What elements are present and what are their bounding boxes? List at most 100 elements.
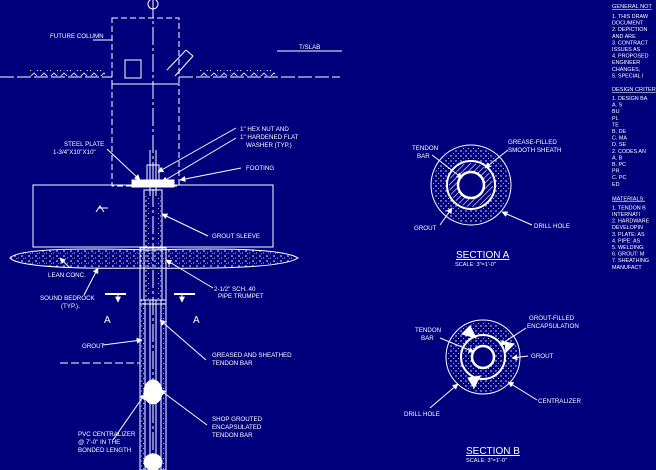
grout-fill-l [141, 300, 145, 470]
section-a-title: SECTION A [456, 250, 510, 261]
general-note-line: DOCUMENT [612, 21, 644, 27]
label-t-slab: T/SLAB [299, 44, 320, 51]
section-a-leader-drill [501, 211, 533, 226]
materials-line: 4. PIPE: AS [612, 238, 641, 244]
section-b-leader-tendon [439, 337, 475, 353]
label-hex-nut-3: WASHER (TYP.) [246, 142, 292, 149]
leader-hex-nut-1 [157, 127, 237, 173]
pvc-centralizer-2 [143, 453, 163, 470]
section-a-tendon-bar [456, 170, 486, 200]
label-lean-conc: LEAN CONC. [48, 272, 86, 279]
design-criteria-line: PR [612, 169, 620, 175]
leader-shop [159, 389, 208, 426]
ground-hatch-left [30, 70, 105, 76]
column-brace [166, 49, 194, 77]
section-a-leader-grease [484, 149, 509, 169]
section-b-grout-filled-2: ENCAPSULATION [527, 323, 579, 330]
label-pvc-2: @ 7'-0" IN THE [78, 439, 120, 446]
design-criteria-line: A. S [612, 103, 623, 109]
general-note-line: 1. THIS DRAW [612, 14, 649, 20]
general-notes-heading: GENERAL NOT [612, 4, 652, 10]
section-a-scale: SCALE: 3"=1'-0" [455, 262, 496, 268]
materials-line: MANUFACT [612, 265, 642, 271]
section-b-title: SECTION B [466, 446, 520, 457]
section-b-tendon-2: BAR [421, 335, 434, 342]
label-section-cut-a-right: A [193, 315, 200, 326]
materials-line: INTERNATI [612, 212, 640, 218]
hex-nut [146, 164, 160, 182]
section-b-leader-centralizer [507, 381, 538, 401]
footing-slope-mark [95, 205, 105, 213]
label-section-cut-a-left: A [104, 315, 111, 326]
label-grout-sleeve: GROUT SLEEVE [212, 233, 260, 240]
general-note-line: ENGINEER [612, 60, 640, 66]
label-pipe-trumpet-1: 2-1/2" SCH. 40 [214, 286, 256, 293]
leader-lean-conc [59, 257, 71, 269]
section-a-grease-1: GREASE-FILLED [508, 139, 557, 146]
general-note-line: 5. SPECIAL I [612, 73, 644, 79]
section-b-centralizer-3 [467, 375, 481, 390]
design-criteria-heading: DESIGN CRITER [612, 87, 656, 93]
section-b-leader-grout [511, 354, 529, 361]
design-criteria-line: D. SE [612, 142, 626, 148]
label-future-column: FUTURE COLUMN [50, 33, 104, 40]
label-steel-plate-1: STEEL PLATE [64, 141, 104, 148]
materials-heading: MATERIALS: [612, 196, 645, 202]
section-a-labels: TENDON BAR GREASE-FILLED SMOOTH SHEATH G… [412, 139, 570, 268]
leader-footing [179, 167, 242, 182]
section-b-tendon-bar [470, 344, 496, 370]
sleeve-grout-fill-r [157, 196, 161, 300]
design-criteria-line: TE [612, 122, 619, 128]
leader-pipe-trumpet [165, 259, 214, 289]
general-note-line: 3. CONTRACT [612, 40, 649, 46]
leader-steel-plate [106, 148, 141, 181]
section-b-centralizer: CENTRALIZER [538, 398, 582, 405]
column-base-block [124, 59, 142, 79]
label-greased-2: TENDON BAR [212, 360, 253, 367]
section-b-drawing [429, 319, 538, 409]
design-criteria-line: PL [612, 116, 619, 122]
label-pvc-1: PVC CENTRALIZER [78, 431, 136, 438]
materials-line: DEVELOPIN [612, 225, 643, 231]
section-a-leader-tendon [431, 154, 463, 179]
lean-concrete-band [9, 248, 299, 269]
section-a-tendon-1: TENDON [412, 145, 438, 152]
design-criteria-line: B. DE [612, 129, 626, 135]
design-criteria-line: C. MA [612, 136, 627, 142]
label-greased-1: GREASED AND SHEATHED [212, 352, 292, 359]
label-shop-2: ENCAPSULATED [212, 424, 262, 431]
section-a-drill-hole [430, 144, 512, 226]
design-criteria-line: B. PC [612, 162, 626, 168]
label-hex-nut-1: 1" HEX NUT AND [240, 126, 289, 133]
label-sound-bedrock-2: (TYP.). [61, 303, 80, 310]
grout-fill-r [161, 300, 165, 470]
section-b-centralizer-1 [461, 325, 477, 339]
label-shop-3: TENDON BAR [212, 432, 253, 439]
label-grout: GROUT [82, 343, 105, 350]
section-b-leader-drill [429, 383, 459, 409]
design-criteria-line: A. B [612, 155, 623, 161]
pier-outline [111, 83, 180, 187]
design-criteria-line: 1. DESIGN BA [612, 96, 648, 102]
materials-line: 5. WELDING: [612, 245, 645, 251]
section-cut-a-left [105, 293, 126, 303]
section-b-scale: SCALE: 3"=1'-0" [466, 458, 507, 464]
general-note-line: ISSUES AS [612, 47, 641, 53]
design-criteria-line: C. PC [612, 175, 626, 181]
materials-line: 7. SHEATHING [612, 258, 649, 264]
design-criteria-line: BU [612, 109, 620, 115]
section-a-leader-grout [439, 207, 453, 226]
section-cut-a-right [174, 293, 195, 303]
section-b-tendon-1: TENDON [415, 327, 441, 334]
general-note-line: CHANGES, [612, 67, 641, 73]
design-criteria-line: 2. CODES AN [612, 149, 646, 155]
materials-line: 2. HARDWARE [612, 219, 650, 225]
section-a-grout: GROUT [414, 225, 437, 232]
elevation-detail [0, 0, 342, 470]
section-a-tendon-2: BAR [417, 153, 430, 160]
section-b-leader-grout-filled [499, 327, 527, 346]
section-b-labels: TENDON BAR GROUT-FILLED ENCAPSULATION GR… [404, 315, 582, 464]
pvc-centralizer [143, 379, 163, 405]
future-column-outline [111, 17, 180, 85]
